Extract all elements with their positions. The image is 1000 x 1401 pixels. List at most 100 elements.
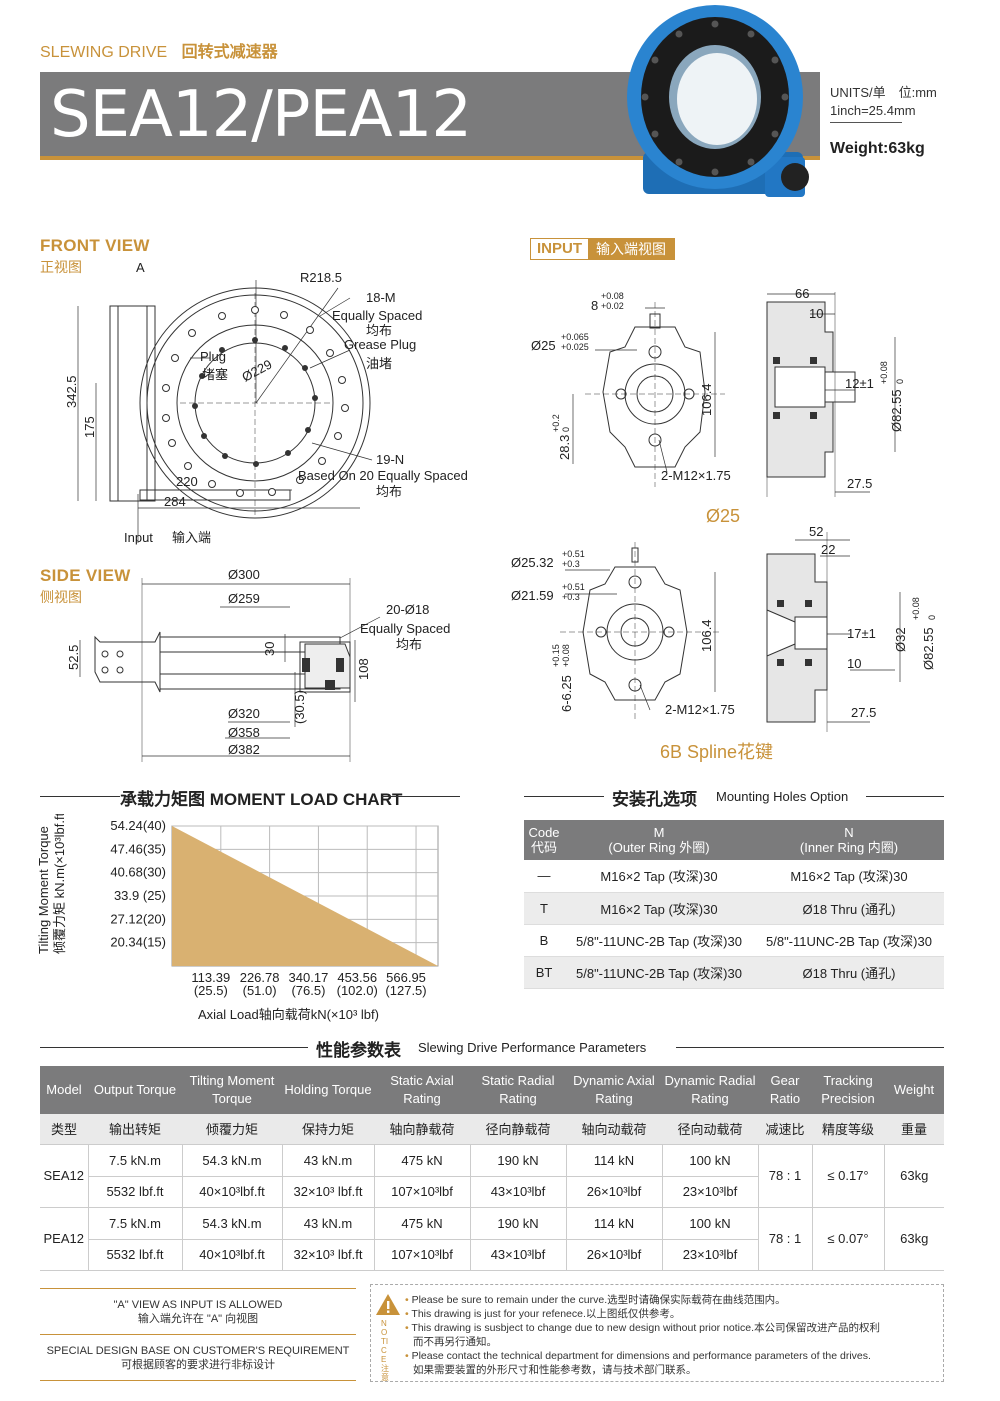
label-plug-cn: 堵塞 bbox=[202, 367, 228, 382]
label-h283-tol-l: 0 bbox=[561, 427, 571, 432]
perf-header-cn-cell: 类型 bbox=[40, 1114, 88, 1145]
label-d2532-tol-l: +0.3 bbox=[562, 559, 580, 569]
perf-header-cell: Static Radial Rating bbox=[470, 1066, 566, 1114]
perf-cell: 23×10³lbf bbox=[661, 1239, 758, 1271]
label-w275-b: 27.5 bbox=[851, 705, 876, 720]
perf-header-cell: Dynamic Radial Rating bbox=[662, 1066, 758, 1114]
label-grease-plug: Grease Plug bbox=[344, 337, 416, 352]
perf-cell: 107×10³lbf bbox=[373, 1176, 470, 1208]
perf-header-cn-cell: 径向动载荷 bbox=[662, 1114, 758, 1145]
input-top-caption: Ø25 bbox=[706, 506, 741, 526]
perf-cell: 43×10³lbf bbox=[469, 1176, 566, 1208]
perf-header-cell: Weight bbox=[884, 1066, 944, 1114]
chart-x-label: Axial Load轴向载荷kN(×10³ lbf) bbox=[198, 1007, 379, 1022]
mounting-header-m: M (Outer Ring 外圈) bbox=[564, 820, 754, 860]
perf-cell: 43×10³lbf bbox=[469, 1239, 566, 1271]
mounting-rule-right bbox=[866, 796, 944, 797]
perf-cell: ≤ 0.07° bbox=[811, 1207, 884, 1271]
perf-header-cell: Static Axial Rating bbox=[374, 1066, 470, 1114]
notice-item-cont: 如果需要装置的外形尺寸和性能参考数，请与技术部门联系。 bbox=[413, 1364, 697, 1376]
label-key-tol-l: +0.02 bbox=[601, 301, 624, 311]
label-r2185: R218.5 bbox=[300, 270, 342, 285]
chart-x-tick-kn: 113.39 bbox=[191, 970, 230, 985]
perf-header-cn-cell: 保持力矩 bbox=[282, 1114, 374, 1145]
perf-cell: 190 kN bbox=[469, 1207, 566, 1240]
perf-cell: 5532 lbf.ft bbox=[87, 1239, 182, 1271]
label-d259: Ø259 bbox=[228, 591, 260, 606]
perf-header-cn-cell: 精度等级 bbox=[812, 1114, 884, 1145]
notice-box: NOTICE 注意 • Please be sure to remain und… bbox=[370, 1284, 944, 1382]
perf-cell: 23×10³lbf bbox=[661, 1176, 758, 1208]
perf-header-cn-cell: 径向静载荷 bbox=[470, 1114, 566, 1145]
perf-cell: 7.5 kN.m bbox=[87, 1144, 182, 1177]
perf-cell: 78 : 1 bbox=[757, 1207, 812, 1271]
perf-cell: 5532 lbf.ft bbox=[87, 1176, 182, 1208]
perf-header-cell: Model bbox=[40, 1066, 88, 1114]
label-w52: 52 bbox=[809, 524, 823, 539]
perf-model-name: SEA12 bbox=[40, 1144, 88, 1208]
footer-rule-2 bbox=[40, 1334, 356, 1335]
notice-label: NOTICE 注意 bbox=[381, 1319, 389, 1382]
perf-cell: 32×10³ lbf.ft bbox=[281, 1239, 374, 1271]
perf-header-cn-cell: 重量 bbox=[884, 1114, 944, 1145]
perf-header-cn-row: 类型输出转矩倾覆力矩保持力矩轴向静载荷径向静载荷轴向动载荷径向动载荷减速比精度等… bbox=[40, 1114, 944, 1145]
chart-x-tick-kn: 453.56 bbox=[337, 970, 377, 985]
label-d320: Ø320 bbox=[228, 706, 260, 721]
notice-item: • This drawing is just for your refenece… bbox=[405, 1308, 681, 1320]
perf-cell: 475 kN bbox=[373, 1144, 470, 1177]
footer-design-note: SPECIAL DESIGN BASE ON CUSTOMER'S REQUIR… bbox=[46, 1345, 350, 1371]
label-bore: Ø25 bbox=[531, 338, 556, 353]
label-w22: 22 bbox=[821, 542, 835, 557]
perf-cell: 32×10³ lbf.ft bbox=[281, 1176, 374, 1208]
chart-x-tick-kn: 340.17 bbox=[289, 970, 329, 985]
mounting-row: — M16×2 Tap (攻深)30 M16×2 Tap (攻深)30 bbox=[524, 860, 944, 893]
label-d358: Ø358 bbox=[228, 725, 260, 740]
mounting-table: Code 代码 M (Outer Ring 外圈) N (Inner Ring … bbox=[524, 820, 944, 989]
perf-header-cell: Holding Torque bbox=[282, 1066, 374, 1114]
label-h3425: 342.5 bbox=[64, 375, 79, 408]
label-holes: 20-Ø18 bbox=[386, 602, 429, 617]
chart-x-tick-lbf: (127.5) bbox=[385, 983, 426, 998]
label-h30: 30 bbox=[262, 642, 277, 656]
label-h525: 52.5 bbox=[66, 645, 81, 670]
perf-header-cn-cell: 输出转矩 bbox=[88, 1114, 182, 1145]
label-d8255: Ø82.55 bbox=[889, 389, 904, 432]
label-d2532-tol-u: +0.51 bbox=[562, 549, 585, 559]
perf-cell: 54.3 kN.m bbox=[181, 1144, 282, 1177]
chart-y-tick: 54.24(40) bbox=[110, 818, 166, 833]
chart-rule-right bbox=[382, 796, 460, 797]
label-d8255-b-tol-u: +0.08 bbox=[911, 597, 921, 620]
label-d300: Ø300 bbox=[228, 567, 260, 582]
label-d12: 12±1 bbox=[845, 376, 874, 391]
label-w275: 27.5 bbox=[847, 476, 872, 491]
chart-x-tick-lbf: (102.0) bbox=[337, 983, 378, 998]
label-key-w: 8 bbox=[591, 298, 598, 313]
mounting-header-n: N (Inner Ring 内圈) bbox=[754, 820, 944, 860]
mounting-row: B 5/8"-11UNC-2B Tap (攻深)30 5/8"-11UNC-2B… bbox=[524, 924, 944, 957]
label-h1064-b: 106.4 bbox=[699, 619, 714, 652]
perf-cell: 107×10³lbf bbox=[373, 1239, 470, 1271]
label-spline-tol-l: +0.08 bbox=[561, 644, 571, 667]
units-line-1: UNITS/单 位:mm bbox=[830, 85, 937, 100]
perf-cell: 78 : 1 bbox=[757, 1144, 812, 1208]
perf-cell: 43 kN.m bbox=[281, 1207, 374, 1240]
chart-y-label: Tilting Moment Torque倾覆力矩 kN.m(×10³lbf.f… bbox=[36, 814, 67, 954]
input-tag-cn: 输入端视图 bbox=[588, 239, 674, 259]
perf-cell: 40×10³lbf.ft bbox=[181, 1239, 282, 1271]
input-tag: INPUT 输入端视图 bbox=[530, 238, 675, 260]
label-h108: 108 bbox=[356, 658, 371, 680]
mounting-title-cn: 安装孔选项 bbox=[612, 790, 697, 809]
label-equally-spaced-cn: 均布 bbox=[366, 323, 392, 338]
label-h305: (30.5) bbox=[292, 690, 307, 724]
perf-cell: 40×10³lbf.ft bbox=[181, 1176, 282, 1208]
category-en: SLEWING DRIVE bbox=[40, 44, 168, 61]
label-d8255-b: Ø82.55 bbox=[921, 627, 936, 670]
perf-cell: 43 kN.m bbox=[281, 1144, 374, 1177]
units-block: UNITS/单 位:mm 1inch=25.4mm bbox=[830, 84, 937, 120]
label-h283-tol-u: +0.2 bbox=[551, 414, 561, 432]
perf-cell: 26×10³lbf bbox=[565, 1239, 662, 1271]
chart-x-tick-kn: 566.95 bbox=[386, 970, 426, 985]
